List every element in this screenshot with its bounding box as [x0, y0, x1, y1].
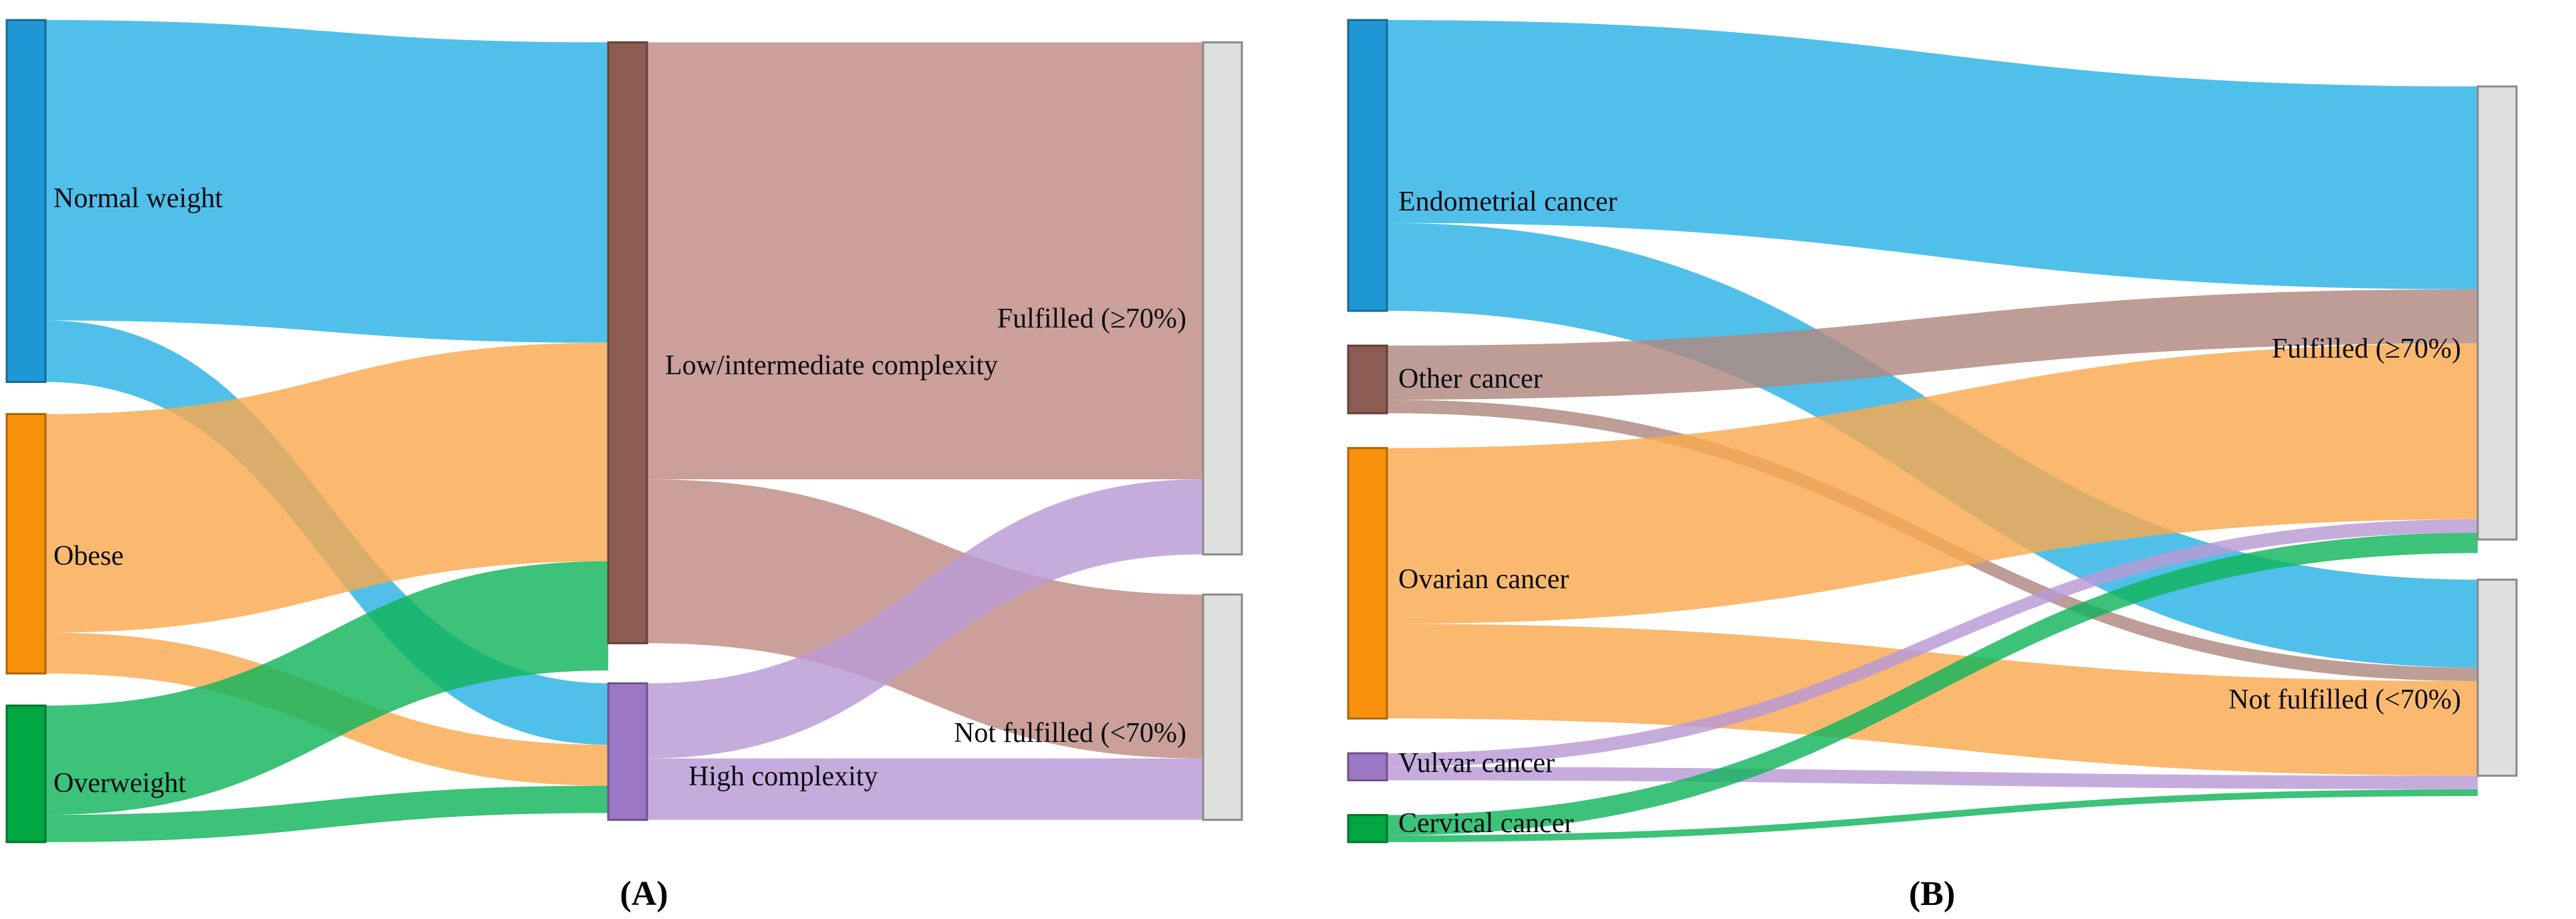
- sankey-node-not_fulfilled[interactable]: [1202, 594, 1243, 821]
- sankey-links: [1387, 20, 2478, 842]
- sankey-link: [1387, 20, 2478, 289]
- sankey-node-label-obese: Obese: [53, 541, 124, 571]
- sankey-link: [1387, 343, 2478, 624]
- sankey-node-normal_weight[interactable]: [5, 19, 47, 383]
- sankey-links: [45, 20, 1203, 842]
- sankey-node-label-high_cmplx: High complexity: [688, 761, 878, 792]
- sankey-link: [1387, 519, 2478, 767]
- panel-b-caption: (B): [1288, 874, 2576, 914]
- sankey-node-high_cmplx[interactable]: [607, 682, 648, 821]
- sankey-node-other[interactable]: [1347, 344, 1388, 414]
- sankey-node-label-ovarian: Ovarian cancer: [1398, 564, 1569, 595]
- sankey-node-label-other: Other cancer: [1398, 364, 1543, 394]
- sankey-link: [45, 20, 608, 343]
- sankey-node-ovarian[interactable]: [1347, 446, 1388, 720]
- sankey-node-label-normal_weight: Normal weight: [53, 183, 223, 214]
- sankey-node-cervical[interactable]: [1347, 814, 1388, 843]
- sankey-link: [1387, 289, 2478, 400]
- sankey-link: [1387, 789, 2478, 842]
- sankey-link: [1387, 624, 2478, 776]
- sankey-nodes: [1347, 19, 2518, 843]
- sankey-node-low_int_cmplx[interactable]: [607, 41, 648, 644]
- sankey-link: [647, 479, 1203, 759]
- sankey-node-label-overweight: Overweight: [53, 768, 186, 799]
- sankey-link: [1387, 767, 2478, 789]
- sankey-node-vulvar[interactable]: [1347, 752, 1388, 782]
- sankey-node-obese[interactable]: [5, 412, 47, 675]
- sankey-link: [647, 42, 1203, 480]
- sankey-node-label-cervical: Cervical cancer: [1398, 808, 1573, 839]
- sankey-node-label-low_int_cmplx: Low/intermediate complexity: [665, 350, 998, 381]
- sankey-node-fulfilled[interactable]: [1202, 41, 1243, 556]
- panel-a-caption: (A): [0, 874, 1288, 914]
- sankey-node-label-fulfilled: Fulfilled (≥70%): [2272, 334, 2461, 364]
- sankey-node-overweight[interactable]: [5, 704, 47, 843]
- panel-a-caption-text: (A): [620, 875, 668, 913]
- sankey-link: [45, 785, 608, 842]
- sankey-link: [647, 758, 1203, 820]
- sankey-node-label-not_fulfilled: Not fulfilled (<70%): [954, 718, 1186, 749]
- sankey-node-label-endometrial: Endometrial cancer: [1398, 186, 1618, 217]
- sankey-node-fulfilled[interactable]: [2476, 85, 2518, 541]
- sankey-node-endometrial[interactable]: [1347, 19, 1388, 312]
- sankey-link: [45, 561, 608, 815]
- sankey-node-label-not_fulfilled: Not fulfilled (<70%): [2228, 684, 2461, 715]
- sankey-link: [1387, 533, 2478, 835]
- sankey-node-label-fulfilled: Fulfilled (≥70%): [997, 303, 1186, 334]
- sankey-node-not_fulfilled[interactable]: [2476, 578, 2518, 777]
- sankey-link: [45, 342, 608, 633]
- sankey-nodes: [5, 19, 1243, 843]
- panel-b-caption-text: (B): [1908, 875, 1956, 913]
- sankey-node-label-vulvar: Vulvar cancer: [1398, 748, 1555, 779]
